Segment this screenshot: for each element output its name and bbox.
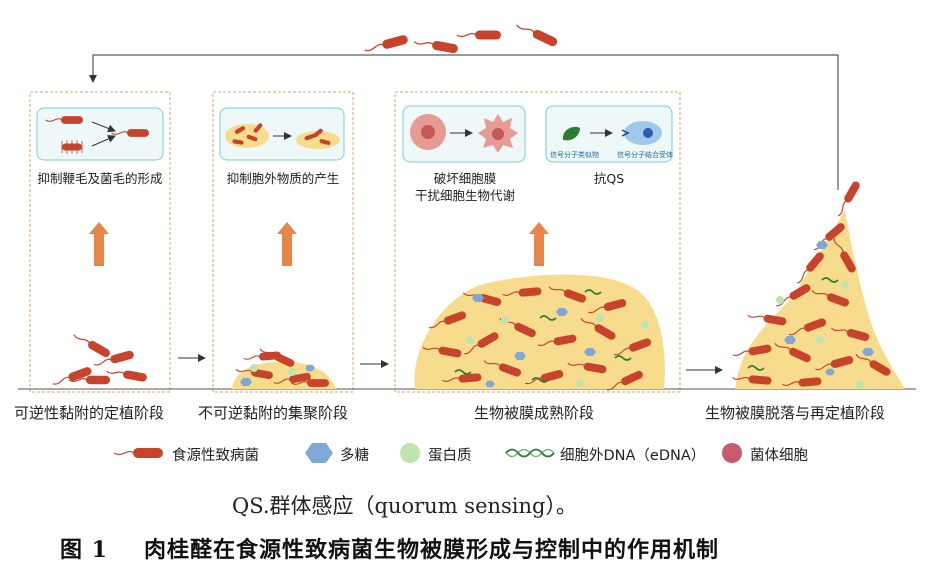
stage1-label: 可逆性黏附的定植阶段 bbox=[14, 402, 164, 423]
stage4-dispersal-biofilm bbox=[732, 180, 905, 389]
flagella-inset bbox=[37, 108, 163, 160]
detached-bacteria bbox=[364, 21, 559, 55]
stage2-label: 不可逆黏附的集聚阶段 bbox=[198, 402, 348, 423]
eps-inset bbox=[220, 108, 344, 160]
mechanism-eps-label: 抑制胞外物质的产生 bbox=[213, 170, 353, 187]
footnote: QS.群体感应（quorum sensing）。 bbox=[232, 490, 577, 520]
mechanism-membrane-label-line2: 干扰细胞生物代谢 bbox=[400, 187, 530, 204]
signal-receptor-label: 信号分子结合受体 bbox=[617, 150, 673, 160]
legend-protein-icon bbox=[400, 443, 420, 463]
up-arrow-stage3 bbox=[529, 222, 549, 266]
up-arrow-stage2 bbox=[277, 222, 297, 266]
signal-analog-label: 信号分子类似物 bbox=[550, 150, 599, 160]
stage1-bacteria bbox=[52, 331, 148, 388]
figure-title: 肉桂醛在食源性致病菌生物被膜形成与控制中的作用机制 bbox=[144, 537, 719, 563]
legend-edna-icon bbox=[506, 450, 554, 457]
legend-polysaccharide-icon bbox=[305, 443, 333, 463]
figure-caption: 图 1 肉桂醛在食源性致病菌生物被膜形成与控制中的作用机制 bbox=[60, 532, 719, 564]
stage3-label: 生物被膜成熟阶段 bbox=[474, 402, 594, 423]
up-arrow-stage1 bbox=[89, 222, 109, 266]
legend-pathogen-icon bbox=[114, 448, 163, 458]
membrane-damage-inset bbox=[403, 106, 525, 162]
mechanism-flagella-label: 抑制鞭毛及菌毛的形成 bbox=[30, 170, 170, 187]
legend-protein-label: 蛋白质 bbox=[428, 444, 472, 465]
stage2-aggregate bbox=[232, 345, 336, 389]
mechanism-qs-label: 抗QS bbox=[546, 170, 672, 187]
stage4-label: 生物被膜脱落与再定植阶段 bbox=[705, 402, 885, 423]
legend-polysaccharide-label: 多糖 bbox=[340, 444, 369, 465]
legend-pathogen-label: 食源性致病菌 bbox=[172, 444, 259, 465]
legend-edna-label: 细胞外DNA（eDNA） bbox=[560, 444, 705, 465]
figure-number: 图 1 bbox=[60, 537, 108, 563]
stage3-mature-biofilm bbox=[414, 275, 665, 394]
legend-cell-label: 菌体细胞 bbox=[750, 444, 808, 465]
mechanism-membrane-label-line1: 破坏细胞膜 bbox=[400, 170, 530, 187]
legend-cell-icon bbox=[722, 443, 742, 463]
